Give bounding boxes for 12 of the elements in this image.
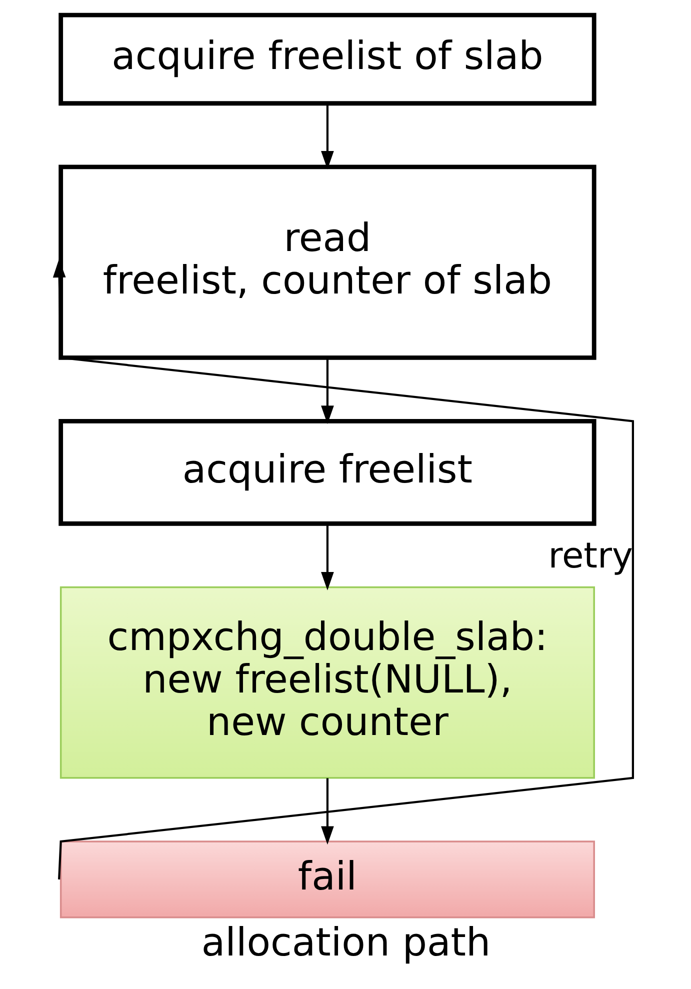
node-box: cmpxchg_double_slab: new freelist(NULL), new counter [59, 586, 594, 779]
arrow [320, 358, 334, 424]
node-box: acquire freelist of slab [58, 12, 596, 106]
node-box: acquire freelist [58, 419, 596, 526]
arrow [320, 104, 334, 170]
node-box: read freelist, counter of slab [58, 164, 596, 360]
arrow [52, 259, 634, 880]
caption: allocation path [200, 920, 490, 966]
arrow [320, 778, 334, 845]
edge-label: retry [548, 536, 632, 577]
arrow [320, 524, 334, 590]
node-box: fail [59, 840, 594, 918]
